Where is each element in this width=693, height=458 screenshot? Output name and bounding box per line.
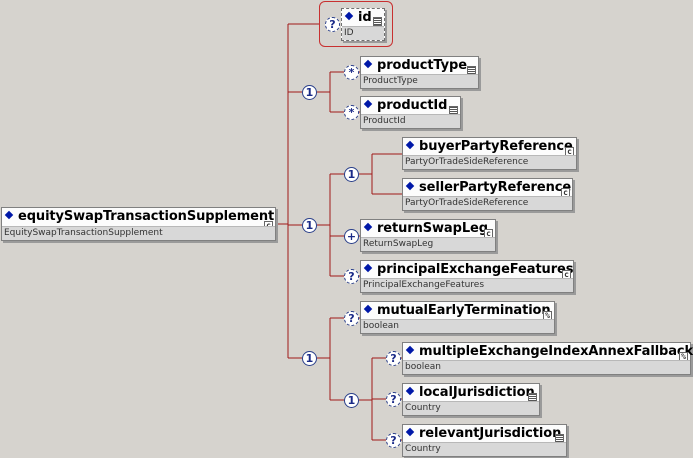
element-type: PartyOrTradeSideReference (403, 155, 576, 169)
element-diamond-icon (363, 222, 373, 232)
element-mutualEarlyTermination[interactable]: mutualEarlyTermination % boolean (360, 301, 555, 334)
element-localJurisdiction[interactable]: localJurisdiction Country (402, 383, 540, 416)
attribute-highlight (319, 1, 393, 47)
element-type: ReturnSwapLeg (361, 237, 495, 251)
element-diamond-icon (405, 386, 415, 396)
element-type: ProductType (361, 74, 478, 88)
attribute-name: id (358, 10, 372, 25)
occurs-icon-productId: * (344, 105, 359, 120)
element-diamond-icon (405, 427, 415, 437)
element-name: mutualEarlyTermination (377, 303, 551, 318)
sequence-compositor-4[interactable]: 1 (344, 167, 359, 182)
occurs-icon-localJurisdiction: ? (386, 392, 401, 407)
simple-type-icon (373, 17, 382, 26)
element-type: Country (403, 442, 566, 456)
sequence-compositor-1[interactable]: 1 (302, 85, 317, 100)
element-diamond-icon (363, 99, 373, 109)
element-principalExchangeFeatures[interactable]: principalExchangeFeatures c PrincipalExc… (360, 260, 574, 293)
element-type: PrincipalExchangeFeatures (361, 278, 573, 292)
element-relevantJurisdiction[interactable]: relevantJurisdiction Country (402, 424, 567, 457)
element-type: PartyOrTradeSideReference (403, 196, 572, 210)
root-element-type: EquitySwapTransactionSupplement (2, 226, 275, 240)
element-type: Country (403, 401, 539, 415)
element-diamond-icon (405, 181, 415, 191)
element-sellerPartyReference[interactable]: sellerPartyReference c PartyOrTradeSideR… (402, 178, 573, 211)
attribute-diamond-icon (344, 11, 354, 21)
element-name: localJurisdiction (419, 385, 535, 400)
element-type: boolean (403, 360, 690, 374)
element-buyerPartyReference[interactable]: buyerPartyReference c PartyOrTradeSideRe… (402, 137, 577, 170)
sequence-compositor-3[interactable]: 1 (302, 351, 317, 366)
element-returnSwapLeg[interactable]: returnSwapLeg c ReturnSwapLeg (360, 219, 496, 252)
element-name: productType (377, 58, 467, 73)
element-multipleExchangeIndexAnnexFallback[interactable]: multipleExchangeIndexAnnexFallback % boo… (402, 342, 693, 375)
occurs-icon-principalExchange: ? (344, 269, 359, 284)
element-diamond-icon (4, 210, 14, 220)
sequence-compositor-2[interactable]: 1 (302, 218, 317, 233)
occurs-icon-returnSwapLeg: + (344, 229, 359, 244)
element-name: buyerPartyReference (419, 139, 573, 154)
occurs-icon-multipleExchange: ? (386, 351, 401, 366)
attr-optional-icon: ? (325, 17, 340, 32)
element-name: sellerPartyReference (419, 180, 572, 195)
element-diamond-icon (405, 345, 415, 355)
element-name: principalExchangeFeatures (377, 262, 574, 277)
element-diamond-icon (363, 263, 373, 273)
element-name: multipleExchangeIndexAnnexFallback (419, 344, 693, 359)
occurs-icon-mutualEarly: ? (344, 311, 359, 326)
element-type: ProductId (361, 114, 460, 128)
element-name: relevantJurisdiction (419, 426, 562, 441)
root-element-box[interactable]: equitySwapTransactionSupplement c Equity… (1, 207, 276, 241)
occurs-icon-productType: * (344, 65, 359, 80)
element-diamond-icon (363, 59, 373, 69)
element-name: returnSwapLeg (377, 221, 488, 236)
element-productId[interactable]: productId ProductId (360, 96, 461, 129)
element-productType[interactable]: productType ProductType (360, 56, 479, 89)
occurs-icon-relevantJurisdiction: ? (386, 433, 401, 448)
element-type: boolean (361, 319, 554, 333)
id-attribute-box[interactable]: id ID (341, 8, 385, 41)
sequence-compositor-5[interactable]: 1 (344, 393, 359, 408)
element-diamond-icon (405, 140, 415, 150)
element-name: productId (377, 98, 448, 113)
element-diamond-icon (363, 304, 373, 314)
root-element-name: equitySwapTransactionSupplement (18, 209, 275, 224)
attribute-type: ID (342, 26, 384, 40)
